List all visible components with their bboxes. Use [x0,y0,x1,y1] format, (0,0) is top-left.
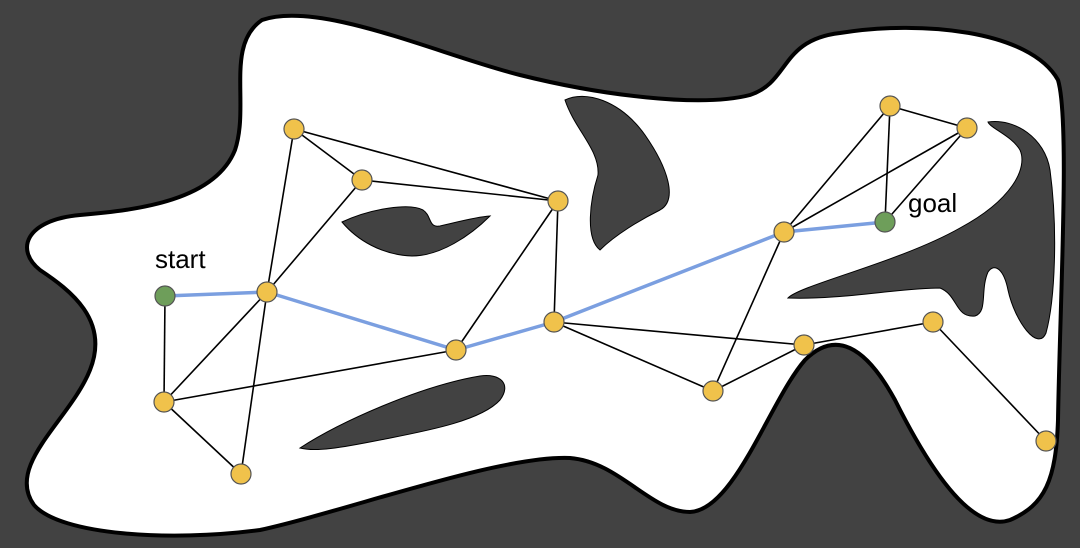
roadmap-node [922,311,944,333]
roadmap-edge [553,321,805,346]
roadmap-edge [163,401,242,475]
goal-label: goal [908,188,957,218]
shortest-path [163,220,887,352]
roadmap-node [547,190,569,212]
roadmap-edge [884,127,968,223]
path-segment [552,230,786,324]
roadmap-edge [240,291,268,475]
roadmap-edge [163,349,457,403]
roadmap-node [283,118,305,140]
roadmap-node [153,391,175,413]
path-segment [163,290,269,298]
roadmap-edge [293,128,559,202]
goal-node [874,211,896,233]
roadmap-edge [266,179,363,293]
roadmap-edge [889,105,968,129]
roadmap-edge [163,291,268,403]
roadmap-node [702,380,724,402]
roadmap-node [1035,430,1057,452]
obstacle [564,95,670,251]
obstacle [786,121,1056,340]
roadmap-node [793,334,815,356]
roadmap-node [956,117,978,139]
start-label: start [155,244,206,274]
roadmap-edge [712,344,805,392]
roadmap-nodes [153,95,1057,485]
roadmap-node [879,95,901,117]
roadmap-node [256,281,278,303]
roadmap-node [543,311,565,333]
roadmap-edge [884,105,891,223]
free-space-region [24,13,1066,538]
start-node [154,285,176,307]
roadmap-edge [266,128,295,293]
roadmap-edge [293,128,363,181]
roadmap-edge [553,200,559,323]
roadmap-node [445,339,467,361]
roadmap-node [230,463,252,485]
roadmap-edge [553,321,714,392]
obstacle [341,206,492,257]
roadmap-edge [932,321,1047,442]
roadmap-edge [361,179,559,202]
roadmap-edge [455,200,559,351]
path-segment [782,220,887,234]
roadmap-edge [163,295,166,403]
roadmap-edge [783,127,968,233]
roadmap-node [773,221,795,243]
roadmap-edge [803,321,934,346]
roadmap-node [351,169,373,191]
obstacle [298,375,506,451]
roadmap-edge [783,105,891,233]
path-segment [265,290,458,352]
roadmap-edge [712,231,785,392]
path-segment [454,320,556,352]
